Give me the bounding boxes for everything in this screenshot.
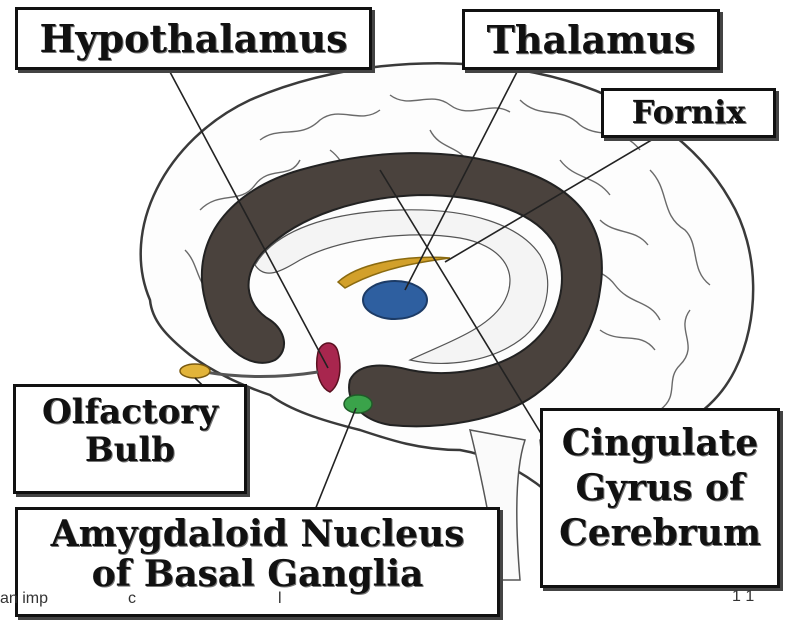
thalamus-label: Thalamus [465,19,717,62]
olfactory-bulb-label-box: Olfactory Bulb [13,384,247,494]
fornix-label: Fornix [604,95,773,131]
olfactory-label-line2: Bulb [16,431,244,469]
amygdaloid-label-box: Amygdaloid Nucleus of Basal Ganglia [15,507,500,617]
caption-fragment-mid: c [128,590,136,608]
caption-fragment-right: l [278,590,282,608]
cingulate-label-box: Cingulate Gyrus of Cerebrum [540,408,780,588]
thalamus-label-box: Thalamus [462,9,720,70]
amygdaloid-label-line2: of Basal Ganglia [18,554,497,594]
amygdaloid-label-line1: Amygdaloid Nucleus [18,514,497,554]
fornix-label-box: Fornix [601,88,776,138]
cingulate-label-line1: Cingulate [543,421,777,466]
cingulate-label-line3: Cerebrum [543,511,777,556]
caption-fragment-left: an imp [0,590,48,608]
olfactory-label-line1: Olfactory [16,393,244,431]
page-number-fragment: 1 1 [732,588,754,606]
olfactory-bulb-region [180,364,210,378]
thalamus-region [363,281,427,319]
cingulate-label-line2: Gyrus of [543,466,777,511]
hypothalamus-label-box: Hypothalamus [15,7,372,70]
hypothalamus-label: Hypothalamus [18,18,369,61]
amygdala-region [344,395,372,413]
